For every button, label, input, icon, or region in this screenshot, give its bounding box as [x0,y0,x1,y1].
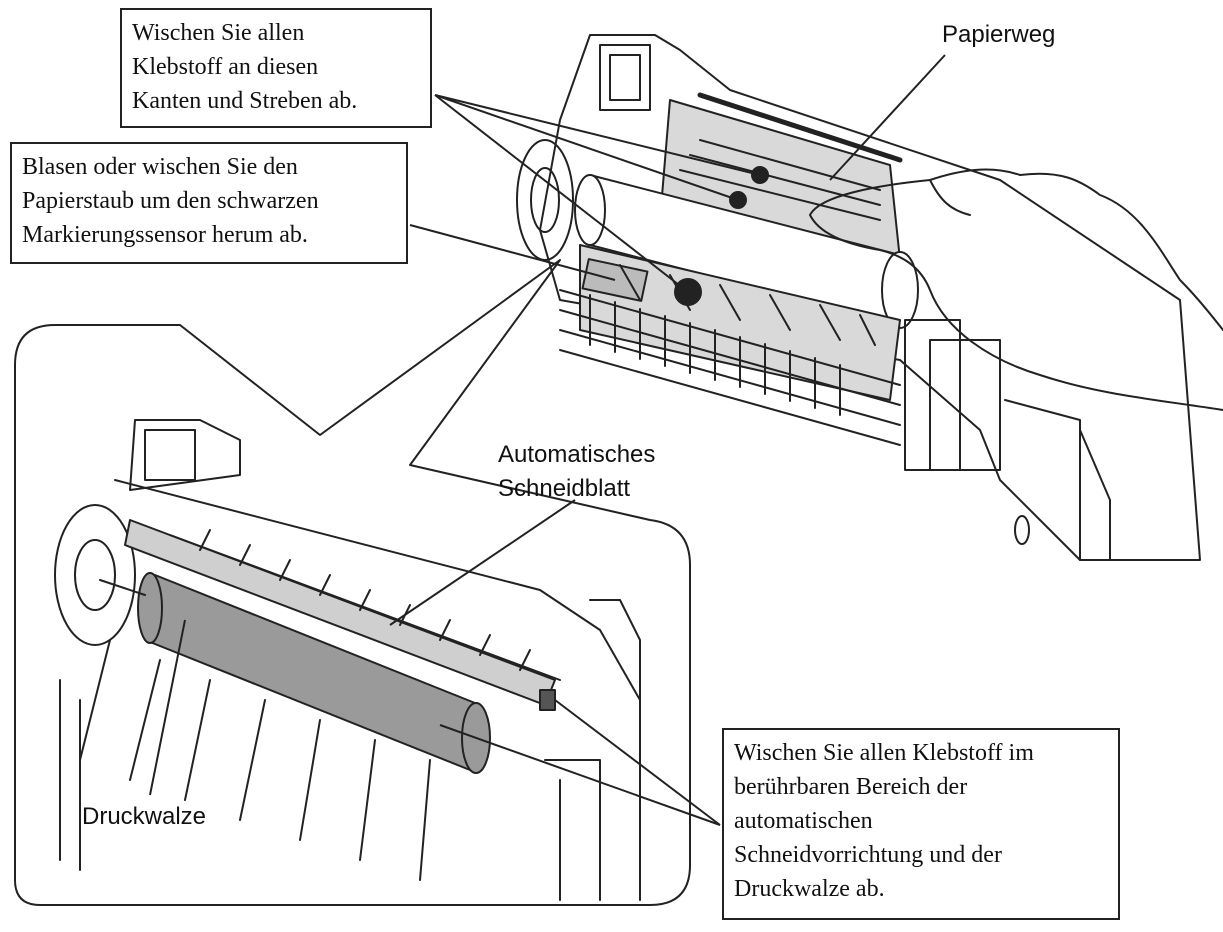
label-platen-roller: Druckwalze [82,803,207,830]
leader-lines [149,54,946,826]
callout-text-line: Wischen Sie allen Klebstoff im [734,740,1034,766]
label-auto-cutter-line1: Automatisches [498,441,656,468]
callout-text-line: berührbaren Bereich der [734,774,968,800]
callout-text-line: Druckwalze ab. [734,876,885,902]
callout-text-line: Schneidvorrichtung und der [734,842,1002,868]
printer-top-illustration [516,34,1201,561]
callout-cutter-roller: Wischen Sie allen Klebstoff im berührbar… [722,728,1120,920]
callout-text-line: automatischen [734,808,873,834]
label-auto-cutter: Automatisches Schneidblatt [498,438,655,506]
callout-text-line: Papierstaub um den schwarzen [22,188,319,214]
callout-text-line: Markierungssensor herum ab. [22,222,308,248]
callout-text-line: Blasen oder wischen Sie den [22,154,298,180]
label-auto-cutter-line2: Schneidblatt [498,475,631,502]
callout-paper-dust: Blasen oder wischen Sie den Papierstaub … [10,142,408,264]
label-paper-path: Papierweg [942,21,1056,48]
callout-text-line: Klebstoff an diesen [132,54,319,80]
detail-inset-frame [14,259,691,906]
callout-text-line: Wischen Sie allen [132,20,305,46]
callout-adhesive-edges: Wischen Sie allen Klebstoff an diesen Ka… [120,8,432,128]
hand-wiping-illustration [809,168,1223,411]
callout-text-line: Kanten und Streben ab. [132,88,358,114]
